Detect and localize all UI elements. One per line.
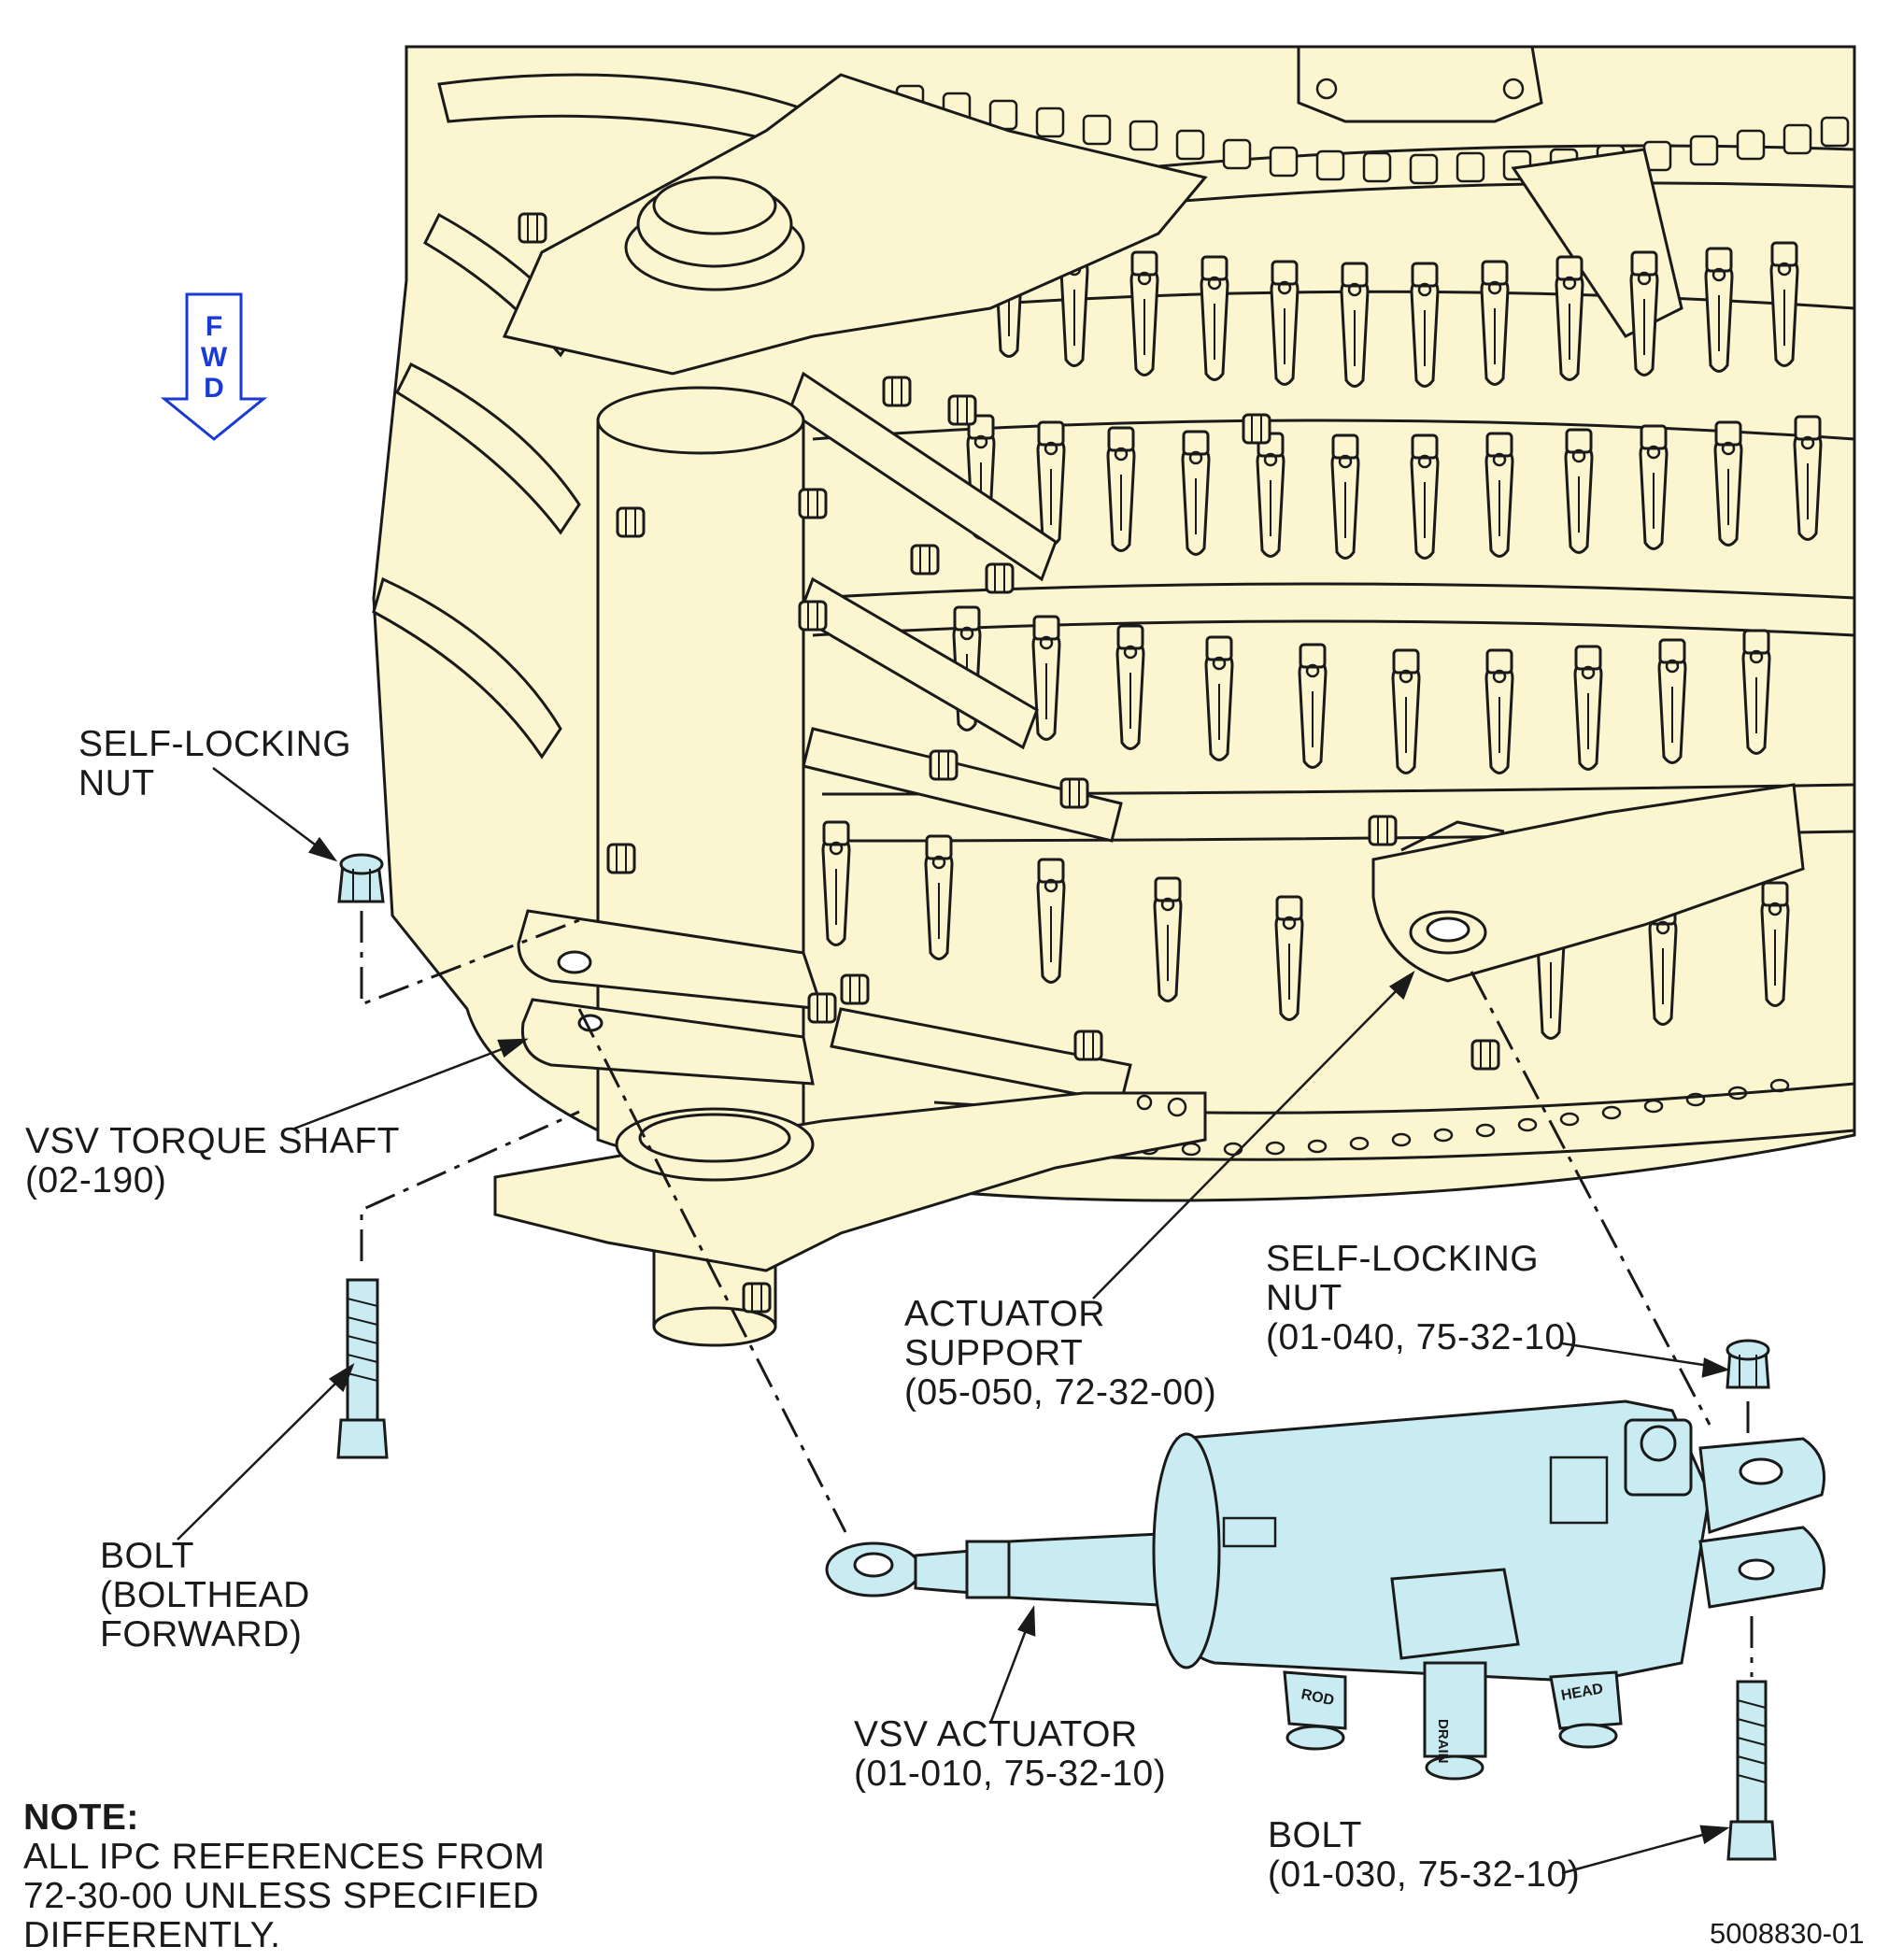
- label-line: (01-030, 75-32-10): [1268, 1854, 1581, 1895]
- figure-number: 5008830-01: [1710, 1917, 1865, 1950]
- note-block: NOTE: ALL IPC REFERENCES FROM 72-30-00 U…: [23, 1798, 545, 1955]
- unison-rings: [372, 73, 1132, 1104]
- self-locking-nut-left: [337, 853, 385, 903]
- note-line: 72-30-00 UNLESS SPECIFIED: [23, 1876, 540, 1916]
- assembly-centerlines: [360, 911, 1754, 1677]
- label-line: VSV ACTUATOR: [854, 1714, 1138, 1754]
- forward-arrow: [160, 292, 268, 441]
- label-line: ACTUATOR: [904, 1294, 1105, 1334]
- note-heading: NOTE:: [23, 1797, 139, 1838]
- label-line: (05-050, 72-32-00): [904, 1372, 1217, 1413]
- fwd-letter-w: W: [200, 342, 228, 373]
- label-line: BOLT: [1268, 1815, 1362, 1855]
- label-self-locking-nut-left: SELF-LOCKING NUT: [78, 725, 351, 803]
- vsv-actuator: [825, 1399, 1825, 1781]
- label-line: (01-040, 75-32-10): [1266, 1317, 1579, 1357]
- label-line: (BOLTHEAD: [100, 1575, 310, 1615]
- label-line: NUT: [1266, 1278, 1342, 1318]
- actuator-support-bracket: [1371, 783, 1805, 983]
- label-line: FORWARD): [100, 1614, 303, 1655]
- label-line: NUT: [78, 763, 155, 803]
- leader-lines: [177, 767, 1730, 1875]
- label-line: SELF-LOCKING: [1266, 1239, 1540, 1279]
- note-line: ALL IPC REFERENCES FROM: [23, 1837, 546, 1877]
- label-bolt-right: BOLT (01-030, 75-32-10): [1268, 1816, 1580, 1895]
- label-bolt-left: BOLT (BOLTHEAD FORWARD): [100, 1537, 310, 1655]
- label-line: SELF-LOCKING: [78, 724, 352, 764]
- label-line: (02-190): [25, 1160, 167, 1200]
- bolt-left: [336, 1278, 389, 1459]
- self-locking-nut-right: [1726, 1339, 1770, 1389]
- vsv-torque-shaft: [493, 73, 1208, 1347]
- note-line: DIFFERENTLY.: [23, 1915, 281, 1955]
- fwd-letter-f: F: [205, 311, 223, 342]
- label-vsv-torque-shaft: VSV TORQUE SHAFT (02-190): [25, 1122, 400, 1200]
- label-line: (01-010, 75-32-10): [854, 1754, 1167, 1794]
- label-line: BOLT: [100, 1536, 194, 1576]
- label-actuator-support: ACTUATOR SUPPORT (05-050, 72-32-00): [904, 1295, 1216, 1413]
- label-line: VSV TORQUE SHAFT: [25, 1121, 400, 1161]
- label-line: SUPPORT: [904, 1333, 1084, 1373]
- label-vsv-actuator: VSV ACTUATOR (01-010, 75-32-10): [854, 1715, 1166, 1794]
- port-label-drain: DRAIN: [1435, 1719, 1451, 1764]
- bolt-right: [1726, 1680, 1777, 1861]
- label-self-locking-nut-right: SELF-LOCKING NUT (01-040, 75-32-10): [1266, 1240, 1578, 1357]
- fwd-letter-d: D: [204, 373, 224, 404]
